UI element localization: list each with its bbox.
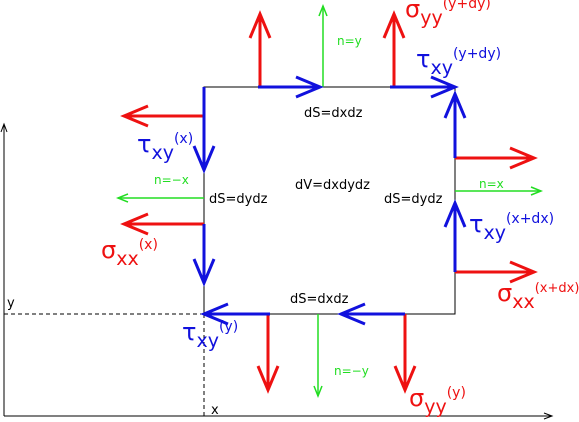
sigma-xx-right-arrow-bottom (455, 260, 538, 284)
tau-xy-left-sub: xy (151, 142, 174, 164)
tau-xy-bottom-arrow-right (337, 302, 405, 326)
area-label-bottom: dS=dxdz (290, 292, 349, 307)
tau-xy-right-label: τxy(x+dx) (469, 210, 554, 244)
axis-y-label: y (7, 296, 15, 311)
normal-vector-left (115, 193, 204, 203)
sigma-xx-left-sup: (x) (139, 237, 158, 253)
tau-xy-bottom-greek: τ (182, 318, 196, 346)
sigma-xx-left-arrow-bottom (120, 212, 204, 236)
tau-xy-top-sup: (y+dy) (453, 46, 501, 62)
sigma-yy-bottom-arrow-right (393, 314, 417, 394)
tau-xy-left-label: τxy(x) (137, 130, 193, 164)
tau-xy-bottom-sub: xy (196, 330, 219, 352)
sigma-xx-right-sub: xx (512, 291, 535, 313)
normal-label-top: n=y (337, 34, 362, 48)
sigma-yy-bottom-greek: σ (409, 384, 424, 412)
normal-label-right: n=x (479, 177, 504, 191)
sigma-xx-left-label: σxx(x) (101, 236, 158, 270)
normal-vector-top (318, 3, 328, 87)
tau-xy-top-greek: τ (416, 45, 430, 73)
sigma-yy-top-greek: σ (405, 0, 420, 23)
sigma-xx-right-greek: σ (497, 279, 512, 307)
area-label-left: dS=dydz (209, 192, 268, 207)
tau-xy-left-arrow-top (192, 87, 216, 174)
area-label-right: dS=dydz (384, 192, 443, 207)
sigma-xx-right-label: σxx(x+dx) (497, 279, 579, 313)
tau-xy-left-sup: (x) (174, 131, 193, 147)
tau-xy-right-arrow-bottom (443, 199, 467, 272)
volume-label: dV=dxdydz (295, 178, 370, 193)
area-label-top: dS=dxdz (304, 106, 363, 121)
sigma-yy-top-label: σyy(y+dy) (405, 0, 491, 29)
sigma-xx-left-greek: σ (101, 236, 116, 264)
sigma-yy-top-arrow-left (248, 10, 272, 87)
sigma-xx-left-sub: xx (116, 248, 139, 270)
tau-xy-top-label: τxy(y+dy) (416, 45, 501, 79)
coordinate-axes (0, 122, 554, 420)
sigma-yy-bottom-sup: (y) (447, 385, 466, 401)
tau-xy-bottom-arrow-left (200, 302, 270, 326)
tau-xy-top-sub: xy (430, 57, 453, 79)
sigma-yy-bottom-sub: yy (424, 396, 447, 418)
tau-xy-left-greek: τ (137, 130, 151, 158)
sigma-yy-top-arrow-right (382, 10, 406, 87)
tau-xy-left-arrow-bottom (192, 224, 216, 287)
tau-xy-bottom-sup: (y) (219, 319, 238, 335)
tau-xy-right-greek: τ (469, 210, 483, 238)
tau-xy-right-arrow-top (443, 90, 467, 158)
sigma-yy-bottom-label: σyy(y) (409, 384, 466, 418)
tau-xy-right-sub: xy (483, 222, 506, 244)
y-axis-arrowhead (0, 122, 8, 133)
sigma-xx-left-arrow-top (120, 104, 204, 128)
tau-xy-top-arrow-right (390, 75, 459, 99)
sigma-yy-bottom-arrow-left (256, 314, 280, 394)
sigma-yy-top-sup: (y+dy) (443, 0, 491, 12)
normal-label-left: n=−x (154, 173, 189, 187)
tau-xy-top-arrow-left (258, 75, 324, 99)
sigma-yy-top-sub: yy (420, 7, 443, 29)
normal-vector-bottom (313, 314, 323, 399)
axis-x-label: x (211, 403, 219, 418)
sigma-xx-right-sup: (x+dx) (535, 281, 579, 296)
normal-vector-right (455, 186, 544, 196)
normal-label-bottom: n=−y (334, 364, 369, 378)
tau-xy-right-sup: (x+dx) (506, 211, 554, 227)
sigma-xx-right-arrow-top (455, 146, 538, 170)
tau-xy-bottom-label: τxy(y) (182, 318, 238, 352)
x-axis-arrowhead (543, 412, 554, 420)
